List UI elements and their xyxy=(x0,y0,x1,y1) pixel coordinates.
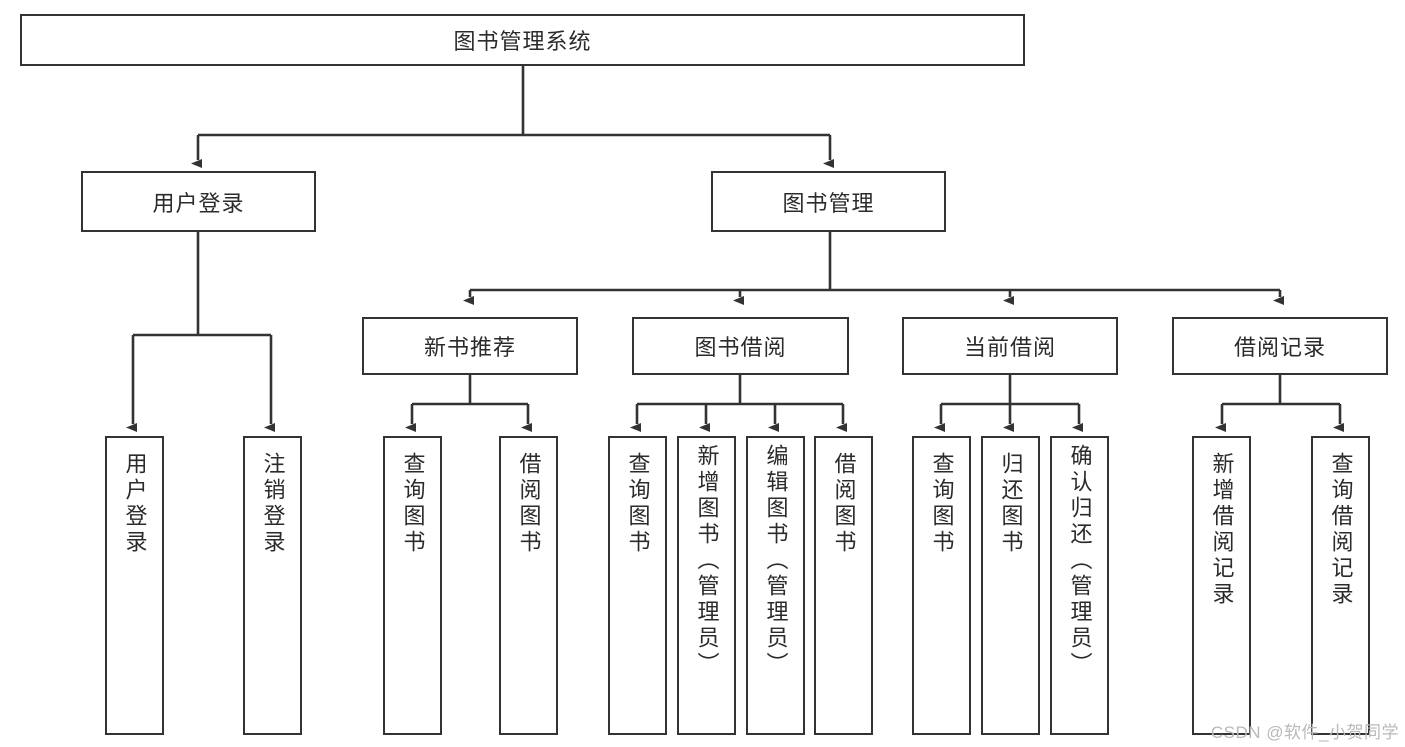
node-book-borrow[interactable]: 图书借阅 xyxy=(632,317,849,375)
leaf-user-login-logout[interactable]: 注销登录 xyxy=(243,436,302,735)
leaf-book-borrow-query[interactable]: 查询图书 xyxy=(608,436,667,735)
node-current-borrow[interactable]: 当前借阅 xyxy=(902,317,1118,375)
node-borrow-record[interactable]: 借阅记录 xyxy=(1172,317,1388,375)
watermark: CSDN @软件_小贺同学 xyxy=(1210,723,1399,742)
leaf-user-login-login[interactable]: 用户登录 xyxy=(105,436,164,735)
leaf-current-borrow-confirm-return[interactable]: 确认归还（管理员） xyxy=(1050,436,1109,735)
node-root-system[interactable]: 图书管理系统 xyxy=(20,14,1025,66)
node-user-login[interactable]: 用户登录 xyxy=(81,171,316,232)
leaf-book-borrow-borrow[interactable]: 借阅图书 xyxy=(814,436,873,735)
leaf-current-borrow-return[interactable]: 归还图书 xyxy=(981,436,1040,735)
leaf-borrow-record-query[interactable]: 查询借阅记录 xyxy=(1311,436,1370,735)
leaf-borrow-record-add[interactable]: 新增借阅记录 xyxy=(1192,436,1251,735)
node-book-management[interactable]: 图书管理 xyxy=(711,171,946,232)
leaf-book-borrow-edit[interactable]: 编辑图书（管理员） xyxy=(746,436,805,735)
leaf-current-borrow-query[interactable]: 查询图书 xyxy=(912,436,971,735)
leaf-new-book-borrow[interactable]: 借阅图书 xyxy=(499,436,558,735)
leaf-book-borrow-add[interactable]: 新增图书（管理员） xyxy=(677,436,736,735)
node-new-book-recommend[interactable]: 新书推荐 xyxy=(362,317,578,375)
leaf-new-book-query[interactable]: 查询图书 xyxy=(383,436,442,735)
